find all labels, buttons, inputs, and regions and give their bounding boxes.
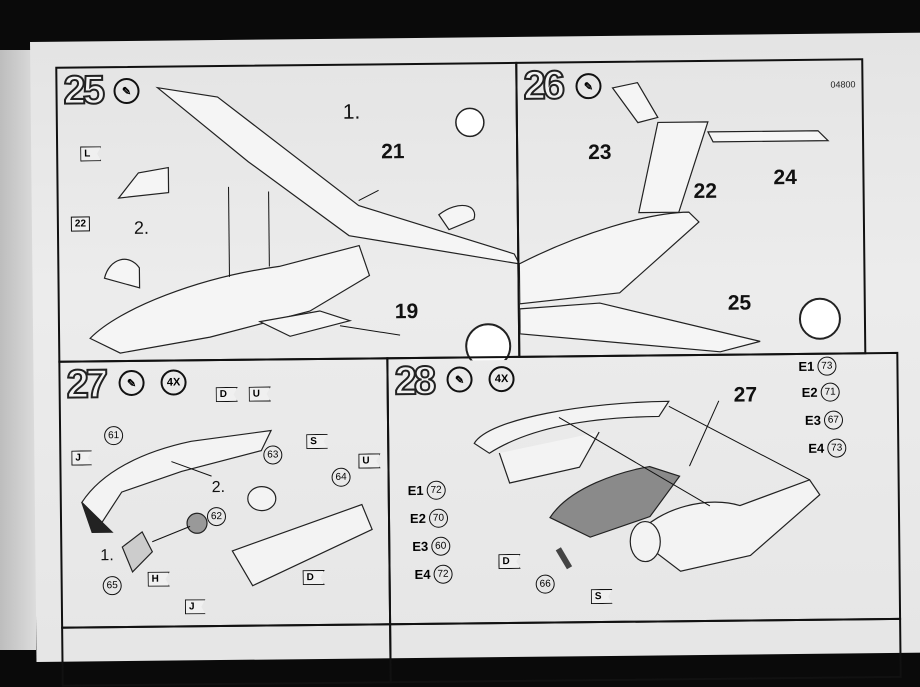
- part-number: 73: [827, 438, 847, 458]
- part-tag-22: 22: [70, 216, 91, 232]
- part-number: 72: [426, 480, 446, 500]
- engine-pod-drawing: [81, 429, 373, 587]
- engine-label: E2: [801, 384, 818, 400]
- aircraft-fuselage-wing-drawing: [89, 86, 521, 365]
- part-21-label: 21: [381, 140, 405, 164]
- part-22-label: 22: [693, 179, 718, 204]
- part-27-label: 27: [733, 383, 758, 407]
- part-62: 62: [206, 506, 227, 527]
- engine-nacelle-drawing: [473, 400, 821, 572]
- engine-label: E3: [412, 538, 429, 555]
- substep-1-label: 1.: [342, 100, 361, 124]
- part-25-label: 25: [727, 291, 752, 315]
- part-65: 65: [102, 576, 122, 596]
- part-19-label: 19: [394, 299, 419, 324]
- clock-icon: [798, 297, 841, 340]
- engine-label: E4: [414, 566, 431, 583]
- part-63: 63: [263, 445, 283, 465]
- tape-icon: [455, 107, 485, 138]
- substep-2-label: 2.: [211, 478, 226, 497]
- part-number: 67: [823, 410, 844, 430]
- part-24-label: 24: [773, 165, 797, 190]
- part-23-label: 23: [588, 140, 612, 165]
- engine-label: E1: [798, 358, 815, 374]
- clock-icon: [465, 323, 512, 365]
- step-26-panel: 26 ✎ 23 22 24 25: [515, 58, 867, 358]
- facing-page-edge: [0, 50, 36, 650]
- part-61: 61: [104, 426, 124, 446]
- step-27-panel: 27 ✎ 4X 1. 2. D U S U J H D J 61 62 63 6…: [58, 357, 392, 629]
- part-64: 64: [331, 467, 351, 487]
- substep-1-label: 1.: [100, 547, 114, 565]
- engine-label: E2: [409, 510, 426, 527]
- instruction-page: 04800 25 ✎ 1. 2. 21 19 L 22: [30, 32, 920, 687]
- step-25-panel: 25 ✎ 1. 2. 21 19 L 22: [55, 61, 521, 365]
- part-number: 70: [428, 508, 449, 528]
- part-66: 66: [535, 574, 555, 594]
- part-number: 60: [431, 536, 451, 556]
- engine-label: E3: [804, 412, 821, 428]
- part-number: 72: [433, 564, 453, 584]
- tail-assembly-drawing: [518, 81, 841, 353]
- engine-label: E4: [808, 440, 825, 456]
- part-number: 71: [820, 382, 840, 402]
- substep-2-label: 2.: [133, 217, 150, 238]
- engine-label: E1: [407, 482, 424, 499]
- next-step-panel-left: [61, 623, 392, 687]
- part-number: 73: [817, 356, 837, 376]
- next-step-panel-right: [389, 617, 902, 684]
